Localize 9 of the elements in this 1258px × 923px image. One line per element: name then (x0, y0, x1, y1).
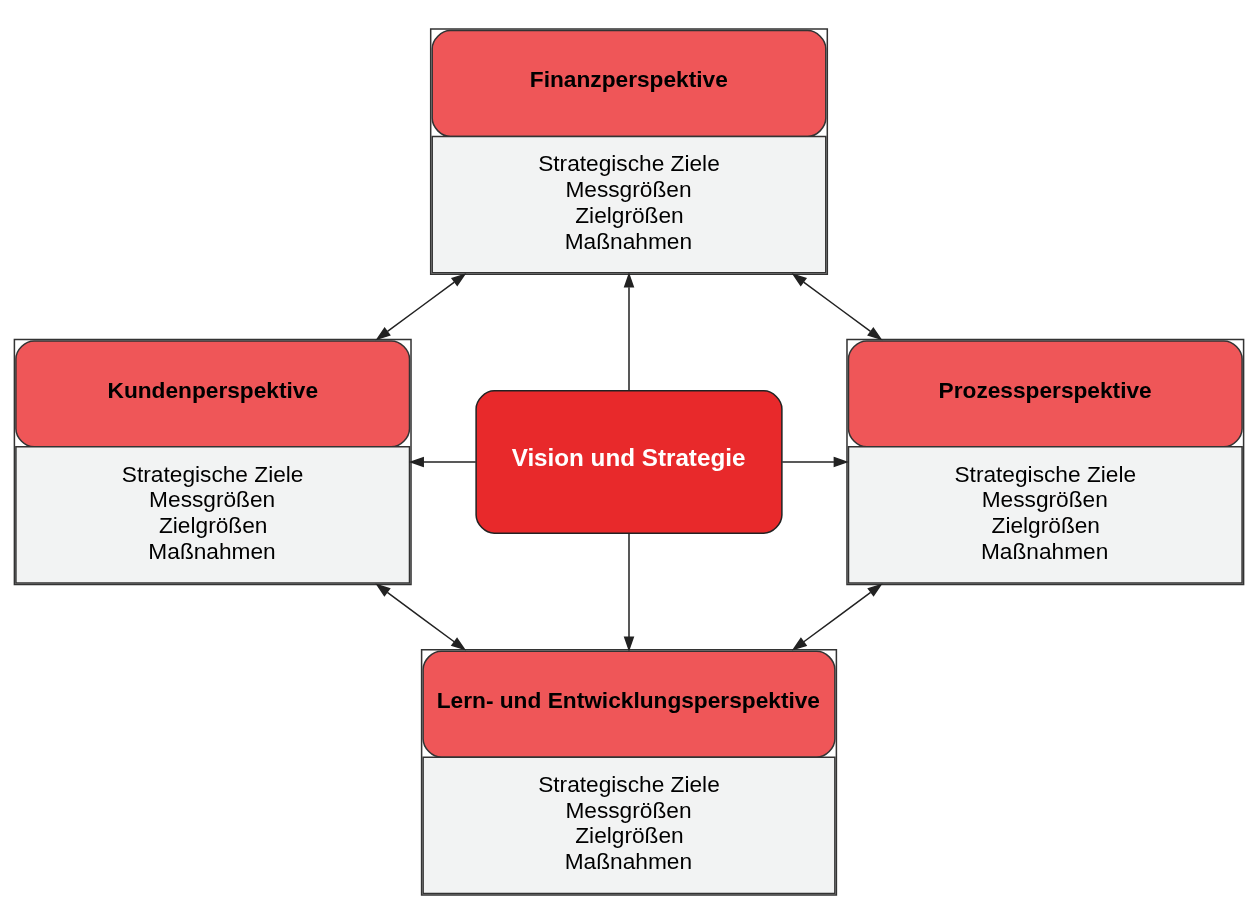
node-box: Vision und Strategie (475, 389, 783, 534)
arrow (781, 456, 849, 467)
arrow (623, 532, 635, 652)
arrow (408, 456, 477, 467)
arrow (623, 271, 635, 392)
arrow (375, 272, 467, 340)
arrow (791, 583, 883, 651)
arrow (375, 583, 467, 651)
arrow (791, 272, 883, 340)
